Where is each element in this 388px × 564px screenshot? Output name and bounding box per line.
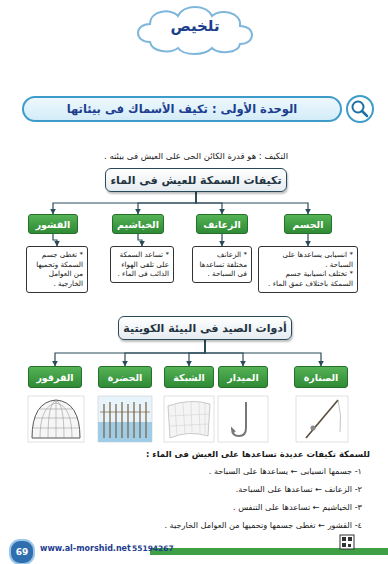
qr-code — [340, 535, 354, 549]
note-box: * الزعانف مختلفة تساعدها فى السباحة . — [192, 246, 252, 283]
page-number: 69 — [9, 539, 35, 564]
note-box: * انسيابى يساعدها على السباحة .* تختلف ا… — [258, 246, 358, 293]
category-box: القشور — [28, 214, 78, 234]
phone-number: 55194267 — [132, 544, 174, 553]
node-text: الوحدة الأولى : تكيف الأسماك فى بيئاتها — [67, 102, 298, 116]
category-box: الجسم — [284, 214, 332, 234]
unit-banner: الوحدة الأولى : تكيف الأسماك فى بيئاتها — [22, 96, 342, 122]
title-cloud — [138, 7, 252, 54]
net-picture — [164, 396, 214, 442]
node-text: أدوات الصيد فى البيئة الكويتية — [123, 322, 286, 335]
tool-box: الصنارة — [294, 366, 348, 388]
list-heading: للسمكة تكيفات عديدة تساعدها على العيش فى… — [146, 449, 370, 459]
list-item: ٤- القشور ← تغطى جسمها وتحميها من العوام… — [164, 520, 362, 530]
node-text: القرقور — [36, 372, 73, 383]
fishing-rod-picture — [296, 396, 348, 442]
tree-connector — [196, 192, 308, 214]
tree-connector — [221, 234, 222, 246]
node-text: * تساعد السمكة على تلقى الهواء الذائب فى… — [115, 250, 169, 279]
tree-connector — [205, 340, 243, 366]
qr-code-pattern — [342, 537, 352, 547]
node-text: الجسم — [293, 219, 324, 230]
tree-connector — [53, 192, 196, 214]
tool-box: الحضرة — [98, 366, 152, 388]
list-item: ٢- الزعانف ← تساعدها على السباحة. — [236, 484, 362, 494]
magnifier-icon — [347, 96, 373, 122]
definition-text: التكيف : هو قدرة الكائن الحى على العيش ف… — [104, 151, 288, 161]
note-box: * تغطى جسم السمكة وتحميها من العوامل الخ… — [26, 246, 88, 293]
tree-connector — [196, 192, 222, 214]
tool-box: الميدار — [218, 366, 268, 388]
node-text: * الزعانف مختلفة تساعدها فى السباحة . — [197, 250, 247, 279]
node-text: الصنارة — [304, 372, 339, 383]
tree-connector — [55, 340, 205, 366]
category-box: الخياشيم — [112, 214, 164, 234]
hadra-picture — [98, 396, 152, 442]
topic-box: تكيفات السمكة للعيش فى الماء — [105, 168, 287, 192]
topic-box: أدوات الصيد فى البيئة الكويتية — [118, 316, 292, 340]
node-text: * تختلف انسيابية جسم السمكة باختلاف عمق … — [263, 269, 353, 288]
list-item: ٣- الخياشيم ← تساعدها على التنفس . — [233, 502, 362, 512]
node-text: الميدار — [227, 372, 258, 383]
category-box: الزعانف — [196, 214, 248, 234]
node-text: الزعانف — [203, 219, 241, 230]
tool-box: الشبكة — [164, 366, 214, 388]
tree-connector — [205, 340, 321, 366]
note-box: * تساعد السمكة على تلقى الهواء الذائب فى… — [110, 246, 174, 283]
tree-connector — [53, 234, 57, 246]
node-text: * انسيابى يساعدها على السباحة . — [263, 250, 353, 269]
node-text: القشور — [36, 219, 71, 230]
node-text: الخياشيم — [117, 219, 159, 230]
page-title: تلخيص — [140, 17, 250, 35]
hook-picture — [218, 396, 268, 442]
node-text: * تغطى جسم السمكة وتحميها من العوامل الخ… — [31, 250, 83, 289]
tree-connector — [138, 234, 142, 246]
node-text: الشبكة — [173, 372, 205, 383]
tree-connector — [307, 234, 308, 246]
website-url: www.al-morshid.net — [40, 544, 131, 553]
list-item: ١- جسمها انسيابى ← يساعدها على السباحة . — [209, 466, 362, 476]
node-text: تكيفات السمكة للعيش فى الماء — [110, 174, 281, 187]
node-text: الحضرة — [108, 372, 143, 383]
gargoor-picture — [28, 396, 84, 442]
tool-box: القرقور — [28, 366, 82, 388]
